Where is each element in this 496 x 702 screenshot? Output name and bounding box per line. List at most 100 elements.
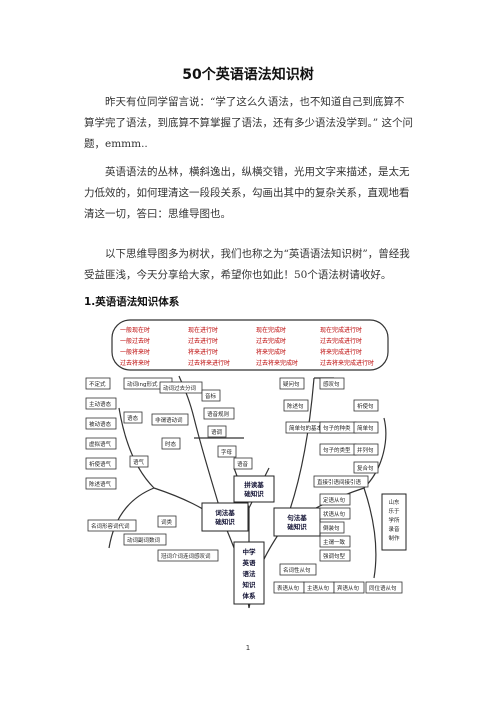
- credit-box: 山东乐于学所录音制作: [381, 493, 407, 551]
- page-number: 1: [245, 644, 251, 652]
- leaf-box: [201, 389, 221, 402]
- leaf-label: 词类: [161, 518, 173, 526]
- tense-cell: 一般现在时: [120, 326, 150, 334]
- leaf-box: [353, 461, 379, 474]
- leaf-box: [319, 549, 351, 562]
- leaf-box: [353, 443, 379, 456]
- leaf-box: [85, 457, 117, 470]
- leaf-label: 句子的类型: [323, 446, 351, 454]
- leaf-label: 句子的种类: [323, 424, 351, 432]
- leaf-label: 主谓一致: [323, 538, 346, 546]
- leaf-label: 陈述句: [287, 402, 304, 410]
- leaf-box: [203, 407, 235, 420]
- grammar-tree-figure: 一般现在时现在进行时现在完成时现在完成进行时一般过去时过去进行时过去完成时过去完…: [84, 318, 414, 610]
- tense-cell: 过去完成进行时: [320, 337, 362, 345]
- leaf-label: 简单句: [357, 424, 374, 432]
- tense-cloud: 一般现在时现在进行时现在完成时现在完成进行时一般过去时过去进行时过去完成时过去完…: [111, 319, 389, 371]
- leaf-box: [353, 421, 379, 434]
- tense-cell: 一般过去时: [120, 337, 150, 345]
- section-heading: 1.英语语法知识体系: [84, 296, 180, 308]
- tense-cell: 过去将来时: [120, 359, 150, 367]
- leaf-label: 语态: [127, 414, 139, 422]
- leaf-box: [157, 515, 177, 528]
- leaf-label: 感叹句: [323, 380, 340, 388]
- leaf-box: [319, 377, 345, 390]
- leaf-box: [161, 437, 181, 450]
- leaf-label: 陈述语气: [89, 480, 112, 488]
- leaf-label: 动词副词数词: [127, 536, 161, 544]
- document-title: 50个英语语法知识树: [182, 67, 314, 83]
- leaf-box: [333, 581, 365, 594]
- leaf-label: 虚拟语气: [89, 440, 112, 448]
- tense-cell: 过去将来完成进行时: [320, 359, 374, 367]
- credit-text: 山东乐于学所录音制作: [388, 498, 400, 542]
- paragraph-share: 以下思维导图多为树状，我们也称之为“英语语法知识树”，曾经我受益匪浅，今天分享给…: [84, 248, 410, 281]
- paragraph-mindmap: 英语语法的丛林，横斜逸出，纵横交错，光用文字来描述，是太无力低效的，如何理清这一…: [84, 166, 410, 220]
- leaf-label: 非谓语动词: [155, 416, 183, 424]
- leaf-label: 音标: [205, 392, 217, 400]
- syntax-basics-label: 句法基础知识: [287, 513, 307, 531]
- leaf-label: 简单句的基本句型: [289, 424, 334, 432]
- leaf-label: 祈使语气: [89, 460, 112, 468]
- leaf-label: 强调句型: [323, 552, 346, 560]
- tense-cell: 现在完成时: [256, 326, 286, 334]
- leaf-box: [279, 377, 305, 390]
- leaf-box: [233, 457, 253, 470]
- tense-cell: 一般将来时: [120, 348, 150, 356]
- leaf-box: [217, 445, 237, 458]
- tense-cell: 现在完成进行时: [320, 326, 362, 334]
- leaf-label: 语气: [133, 458, 145, 466]
- leaf-box: [123, 533, 167, 546]
- leaf-box: [85, 417, 117, 430]
- leaf-label: 表语从句: [277, 584, 300, 592]
- leaf-label: 字母: [221, 448, 233, 456]
- leaf-box: [319, 507, 351, 520]
- leaf-label: 语音规则: [207, 410, 229, 418]
- leaf-box: [85, 477, 117, 490]
- leaf-box: [85, 397, 117, 410]
- leaf-box: [157, 549, 219, 562]
- leaf-box: [365, 581, 403, 594]
- leaf-label: 宾语从句: [337, 584, 360, 592]
- tense-cell: 将来完成时: [256, 348, 286, 356]
- leaf-label: 状语从句: [323, 510, 346, 518]
- root-label: 中学英语语法知识体系: [242, 547, 257, 600]
- tense-cell: 过去完成时: [256, 337, 286, 345]
- tense-cell: 将来进行时: [188, 348, 218, 356]
- leaf-label: 祈使句: [357, 402, 374, 410]
- leaf-box: [283, 399, 309, 412]
- left-leaves: 不定式动词ing形式动词过去分词主动语态被动语态虚拟语气祈使语气陈述语气语态非谓…: [85, 377, 219, 562]
- leaf-label: 语调: [211, 428, 223, 436]
- leaf-label: 同位语从句: [369, 584, 397, 592]
- leaf-box: [129, 455, 149, 468]
- tense-cell: 现在进行时: [188, 326, 218, 334]
- tense-cell: 过去将来进行时: [188, 359, 230, 367]
- leaf-label: 不定式: [89, 380, 106, 388]
- leaf-box: [279, 563, 317, 576]
- leaf-box: [207, 425, 227, 438]
- leaf-box: [151, 413, 189, 426]
- word-basics-label: 词法基础知识: [215, 508, 235, 526]
- leaf-label: 时态: [165, 440, 177, 448]
- leaf-box: [319, 493, 351, 506]
- leaf-label: 名词性从句: [283, 566, 311, 574]
- leaf-label: 倒装句: [323, 524, 340, 532]
- grammar-tree-svg: 一般现在时现在进行时现在完成时现在完成进行时一般过去时过去进行时过去完成时过去完…: [85, 319, 407, 609]
- leaf-box: [319, 521, 345, 534]
- right-leaves: 疑问句感叹句陈述句祈使句简单句的基本句型句子的种类句子的类型简单句并列句复合句直…: [273, 377, 403, 594]
- leaf-label: 并列句: [357, 446, 374, 454]
- tense-cell: 将来完成进行时: [320, 348, 362, 356]
- tense-cell: 过去将来完成时: [256, 359, 298, 367]
- leaf-label: 主动语态: [89, 400, 112, 408]
- leaf-box: [87, 519, 137, 532]
- leaf-box: [123, 411, 143, 424]
- leaf-box: [85, 437, 117, 450]
- center-nodes: 词法基础知识 句法基础知识 拼读基础知识 中学英语语法知识体系: [201, 475, 321, 605]
- leaf-label: 被动语态: [89, 420, 112, 428]
- reading-basics-label: 拼读基础知识: [244, 480, 264, 498]
- leaf-label: 动词过去分词: [163, 384, 197, 392]
- leaf-box: [313, 475, 369, 488]
- leaf-box: [353, 399, 379, 412]
